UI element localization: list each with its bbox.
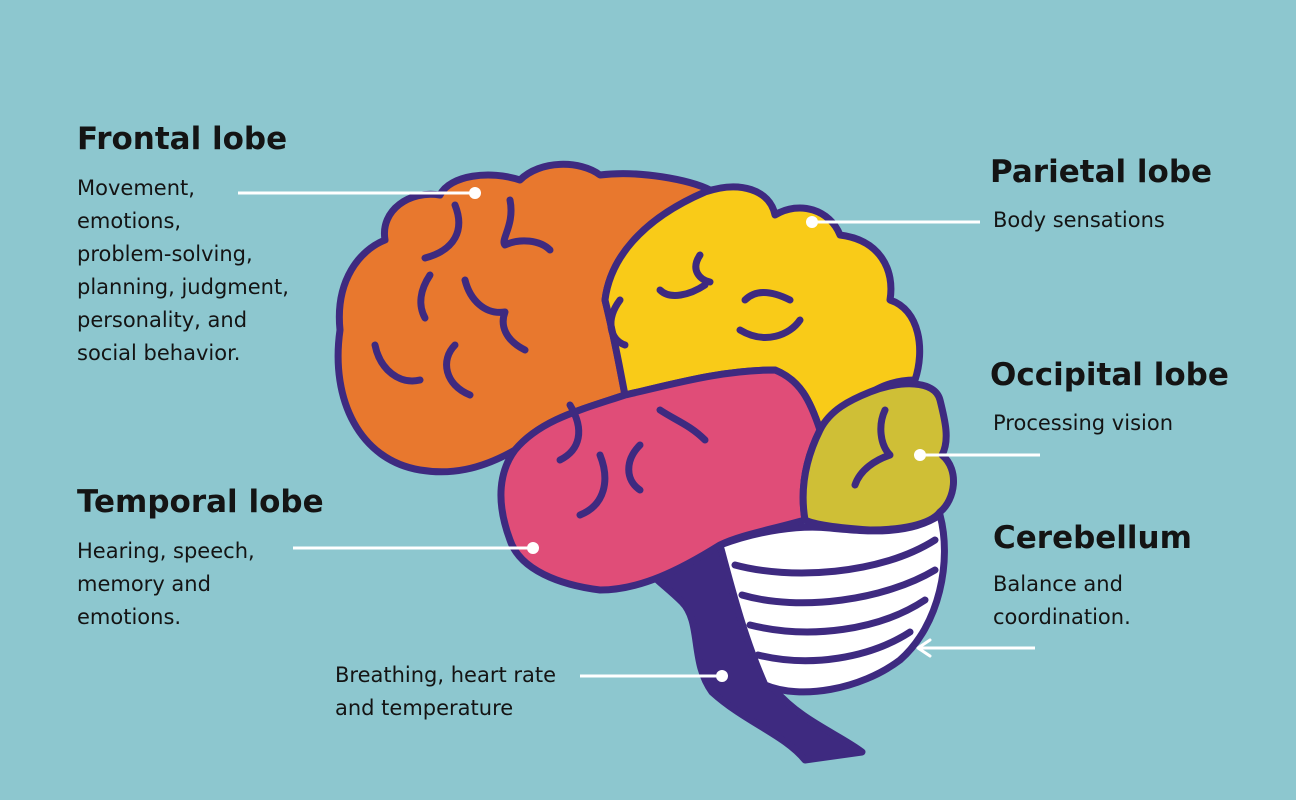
frontal-lobe-title: Frontal lobe bbox=[77, 121, 288, 157]
frontal-lobe-desc: Movement, emotions, problem-solving, pla… bbox=[77, 176, 289, 365]
occipital-lobe-desc: Processing vision bbox=[993, 411, 1174, 435]
brain-sulci bbox=[375, 200, 894, 519]
parietal-lobe-title: Parietal lobe bbox=[990, 154, 1213, 190]
cerebellum-folds bbox=[731, 536, 939, 665]
brainstem-desc: Breathing, heart rate and temperature bbox=[335, 663, 557, 720]
cerebellum-desc: Balance and coordination. bbox=[993, 572, 1131, 629]
occipital-lobe-title: Occipital lobe bbox=[990, 357, 1229, 393]
leader-lines bbox=[238, 187, 1040, 682]
temporal-lobe-desc: Hearing, speech, memory and emotions. bbox=[77, 539, 255, 629]
parietal-lobe-desc: Body sensations bbox=[993, 208, 1165, 232]
cerebellum-title: Cerebellum bbox=[993, 520, 1192, 556]
temporal-lobe-title: Temporal lobe bbox=[77, 484, 324, 520]
